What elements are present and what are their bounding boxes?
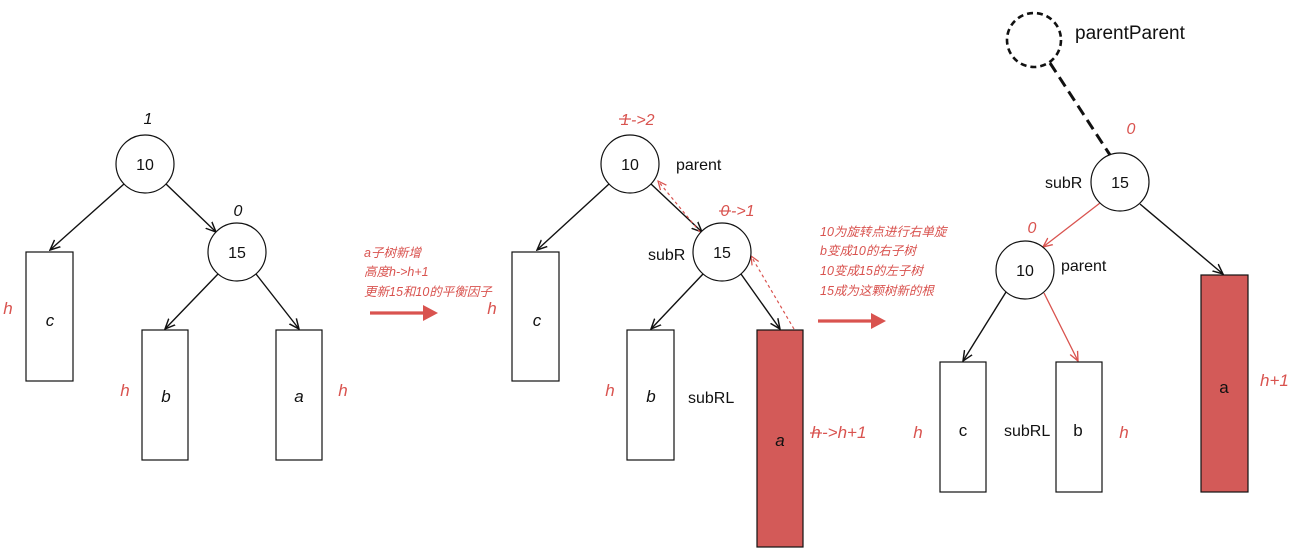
subtree-a-grown <box>1200 274 1249 493</box>
update-path-15-to-10 <box>658 181 701 233</box>
node-15 <box>692 222 752 282</box>
note1-line-1: a子树新增 <box>364 246 422 260</box>
edge-10-to-c <box>50 183 125 250</box>
step-note-2: 10为旋转点进行右单旋 b变成10的右子树 10变成15的左子树 15成为这颗树… <box>818 225 949 329</box>
subRL-label: subRL <box>688 390 734 407</box>
node-10-value: 10 <box>136 157 154 174</box>
tree-after: parentParent 0 15 subR 0 10 parent a h+1… <box>913 11 1289 493</box>
update-path-a-to-15 <box>751 256 795 330</box>
note2-line-2: b变成10的右子树 <box>820 244 917 258</box>
node-15-value: 15 <box>713 245 731 262</box>
subtree-c-height: h <box>913 423 922 442</box>
subtree-b-height: h <box>605 381 614 400</box>
subtree-c-height: h <box>487 299 496 318</box>
note1-line-2: 高度h->h+1 <box>364 265 429 279</box>
parent-label: parent <box>1061 258 1107 275</box>
subtree-a-grown <box>756 329 804 548</box>
edge-15-to-a <box>1139 203 1223 274</box>
subtree-a-height-new: ->h+1 <box>822 423 866 442</box>
subtree-a-height: h <box>338 381 347 400</box>
subtree-b <box>626 329 675 461</box>
balance-factor-10: 0 <box>1028 220 1037 237</box>
node-15-value: 15 <box>1111 175 1129 192</box>
node-10 <box>115 134 175 194</box>
node-10 <box>600 134 660 194</box>
subtree-c-label: c <box>533 311 542 330</box>
edge-10-to-c <box>963 291 1007 361</box>
subtree-b-label: b <box>1073 421 1082 440</box>
subtree-c <box>511 251 560 382</box>
step-arrow-1-head <box>423 305 438 321</box>
edge-15-to-10 <box>1043 202 1101 247</box>
subtree-b <box>141 329 189 461</box>
node-15 <box>207 222 267 282</box>
node-15 <box>1090 152 1150 212</box>
tree-middle: 1 ->2 10 parent 0 ->1 15 subR c h b h su… <box>487 112 866 548</box>
edge-parentParent-to-15 <box>1048 62 1112 156</box>
edge-15-to-a <box>255 273 299 329</box>
tree-before: 1 10 0 15 c h b h a h <box>3 111 348 461</box>
node-15-value: 15 <box>228 245 246 262</box>
subtree-a-height: h+1 <box>1260 371 1289 390</box>
subtree-b-height: h <box>1119 423 1128 442</box>
edge-15-to-b <box>165 273 219 329</box>
subtree-a-label: a <box>1219 378 1229 397</box>
balance-factor-10: 1 <box>144 111 153 128</box>
subtree-a-label: a <box>775 431 784 450</box>
subtree-b <box>1055 361 1103 493</box>
node-10-value: 10 <box>1016 263 1034 280</box>
node-parentParent <box>1005 11 1063 69</box>
subtree-c-height: h <box>3 299 12 318</box>
subtree-c <box>25 251 74 382</box>
parent-label: parent <box>676 157 722 174</box>
subRL-label: subRL <box>1004 423 1050 440</box>
edge-15-to-b <box>651 273 704 329</box>
balance-factor-15-new: ->1 <box>731 203 755 220</box>
subR-label: subR <box>648 247 685 264</box>
balance-factor-10-old: 1 <box>621 112 630 129</box>
edge-10-to-15 <box>650 183 702 232</box>
note1-line-3: 更新15和10的平衡因子 <box>364 285 493 299</box>
note2-line-4: 15成为这颗树新的根 <box>820 284 935 298</box>
step-arrow-2-head <box>871 313 886 329</box>
subtree-c-label: c <box>959 421 968 440</box>
edge-15-to-a <box>740 273 780 329</box>
balance-factor-15: 0 <box>1127 121 1136 138</box>
edge-10-to-b <box>1043 292 1078 361</box>
subtree-b-height: h <box>120 381 129 400</box>
node-10 <box>995 240 1055 300</box>
edge-10-to-15 <box>165 183 216 232</box>
subtree-c <box>939 361 987 493</box>
subtree-b-label: b <box>161 387 170 406</box>
step-note-1: a子树新增 高度h->h+1 更新15和10的平衡因子 <box>364 246 493 321</box>
balance-factor-15: 0 <box>234 203 243 220</box>
node-10-value: 10 <box>621 157 639 174</box>
note2-line-1: 10为旋转点进行右单旋 <box>820 225 949 239</box>
subtree-b-label: b <box>646 387 655 406</box>
subtree-a <box>275 329 323 461</box>
subR-label: subR <box>1045 175 1082 192</box>
parentParent-label: parentParent <box>1075 23 1186 44</box>
balance-factor-10-new: ->2 <box>631 112 655 129</box>
subtree-c-label: c <box>46 311 55 330</box>
subtree-a-label: a <box>294 387 303 406</box>
edge-10-to-c <box>537 183 610 250</box>
note2-line-3: 10变成15的左子树 <box>820 264 924 278</box>
